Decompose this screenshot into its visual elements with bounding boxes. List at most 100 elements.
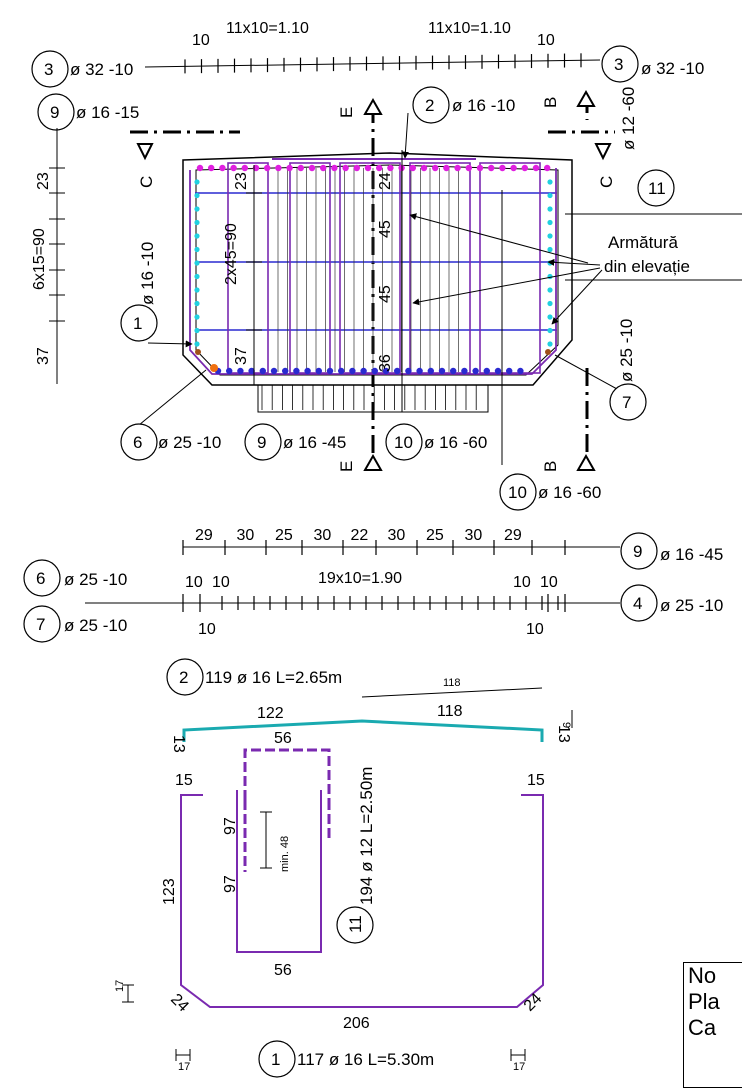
svg-text:ø 12 -60: ø 12 -60 [619,87,638,150]
svg-text:ø 16 -10: ø 16 -10 [138,242,157,305]
svg-text:E: E [337,461,356,472]
svg-text:37: 37 [35,347,52,365]
callout-10-below: 10 ø 16 -60 [499,473,601,511]
svg-text:10: 10 [508,483,527,502]
svg-text:23: 23 [233,172,250,190]
section-cut-C: C C [130,130,616,188]
svg-text:56: 56 [274,962,292,979]
svg-text:ø 32 -10: ø 32 -10 [70,60,133,79]
svg-text:4: 4 [633,594,642,613]
callout-3-right: 3 ø 32 -10 [601,45,704,83]
row1-dim-label: 30 [314,527,332,544]
row1-dim-label: 30 [237,527,255,544]
dim-top-10a: 10 [192,32,210,49]
svg-text:37: 37 [233,347,250,365]
svg-text:97: 97 [222,875,239,893]
svg-text:2x45=90: 2x45=90 [223,223,240,285]
cross-section [182,152,573,413]
section-cut-B: B B [541,89,596,472]
svg-text:3: 3 [44,60,53,79]
callout-9-row: 9 ø 16 -45 [620,532,723,570]
callout-1-left: 1 ø 16 -10 [120,242,158,342]
svg-text:10: 10 [540,574,558,591]
elev-text-1: Armătură [608,233,678,252]
svg-text:ø 25 -10: ø 25 -10 [64,616,127,635]
callout-6-bottom: 6 ø 25 -10 [120,423,221,461]
svg-text:119 ø 16 L=2.65m: 119 ø 16 L=2.65m [205,668,342,687]
callout-7-right: 7 ø 25 -10 [609,319,647,421]
svg-text:B: B [541,461,560,472]
svg-text:24: 24 [377,172,394,190]
row1-dim-label: 30 [465,527,483,544]
svg-text:ø 16 -60: ø 16 -60 [424,433,487,452]
svg-text:206: 206 [343,1015,370,1032]
svg-text:45: 45 [377,285,394,303]
svg-text:17: 17 [178,1061,190,1073]
svg-text:10: 10 [513,574,531,591]
svg-text:10: 10 [198,621,216,638]
svg-text:6: 6 [36,569,45,588]
note-line-1: No [688,963,717,988]
svg-text:ø 16 -15: ø 16 -15 [76,103,139,122]
row1-dim-label: 29 [195,527,213,544]
section-cut-E: E E [337,97,383,472]
row1-dim-label: 30 [388,527,406,544]
svg-text:2: 2 [179,668,188,687]
svg-text:17: 17 [513,1061,525,1073]
svg-text:ø 25 -10: ø 25 -10 [158,433,221,452]
row2-dimensions: 10 10 19x10=1.90 10 10 10 10 [85,570,620,638]
svg-text:117 ø 16 L=5.30m: 117 ø 16 L=5.30m [297,1050,434,1069]
row1-dim-label: 25 [275,527,293,544]
svg-text:7: 7 [622,393,631,412]
svg-text:7: 7 [36,615,45,634]
svg-text:C: C [597,176,616,188]
svg-text:10: 10 [526,621,544,638]
svg-text:9: 9 [560,722,572,728]
svg-text:2: 2 [425,96,434,115]
bar-shape-11: 56 56 97 97 min. 48 194 ø 12 L=2.50m 11 [222,730,376,979]
callout-9-bottom: 9 ø 16 -45 [244,423,346,461]
svg-text:B: B [541,97,560,108]
svg-text:ø 25 -10: ø 25 -10 [660,596,723,615]
svg-text:24: 24 [167,991,192,1016]
bar-shape-2: 2 119 ø 16 L=2.65m 118 122 118 13 13 9 [166,658,573,753]
svg-text:118: 118 [437,703,463,720]
svg-text:36: 36 [377,354,394,372]
callout-11-top: 11 ø 12 -60 [619,87,675,207]
note-line-3: Ca [688,1015,717,1040]
svg-text:56: 56 [274,730,292,747]
dim-top-11a: 11x10=1.10 [226,20,309,37]
callout-6-row: 6 ø 25 -10 [23,559,127,597]
svg-text:9: 9 [633,542,642,561]
callout-10-bottom: 10 ø 16 -60 [385,423,487,461]
svg-text:13: 13 [170,735,187,753]
row1-dimensions: 29 30 25 30 22 30 25 30 29 [182,527,620,555]
dim-top-10b: 10 [537,32,555,49]
svg-text:ø 16 -10: ø 16 -10 [452,96,515,115]
callout-4-row: 4 ø 25 -10 [620,584,723,622]
row1-dim-label: 25 [426,527,444,544]
svg-text:E: E [337,107,356,118]
row1-dim-label: 22 [351,527,369,544]
svg-text:6: 6 [133,433,142,452]
svg-text:24: 24 [521,990,546,1015]
svg-text:97: 97 [222,817,239,835]
callout-7-row: 7 ø 25 -10 [23,605,127,643]
svg-text:10: 10 [394,433,413,452]
svg-text:19x10=1.90: 19x10=1.90 [318,570,402,587]
svg-text:11: 11 [648,179,666,198]
svg-text:9: 9 [257,433,266,452]
svg-text:1: 1 [271,1050,280,1069]
svg-text:118: 118 [443,677,461,689]
inner-dimensions: 23 2x45=90 37 24 45 45 36 [223,150,403,412]
svg-text:min. 48: min. 48 [279,836,291,872]
svg-text:6x15=90: 6x15=90 [31,228,48,290]
callout-3-left: 3 ø 32 -10 [31,50,133,88]
row1-dim-label: 29 [504,527,522,544]
svg-text:11: 11 [346,915,365,933]
svg-text:15: 15 [175,772,193,789]
svg-text:23: 23 [35,172,52,190]
svg-text:17: 17 [114,980,126,992]
dim-top-11b: 11x10=1.10 [428,20,511,37]
